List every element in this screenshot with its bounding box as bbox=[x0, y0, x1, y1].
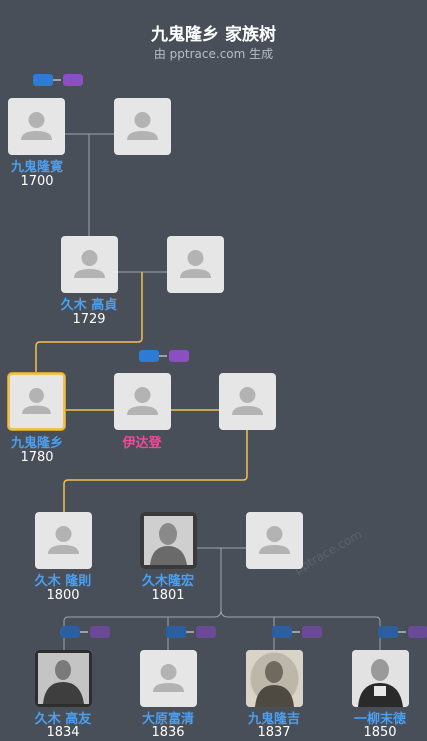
portrait-photo-icon bbox=[352, 650, 409, 707]
relation-badge-blue[interactable] bbox=[166, 626, 186, 638]
person-name[interactable]: 九鬼隆吉 bbox=[247, 712, 300, 727]
page-title: 九鬼隆乡 家族树 bbox=[151, 25, 276, 45]
person-silhouette-icon bbox=[21, 112, 52, 140]
portrait-photo-icon bbox=[246, 650, 303, 707]
person-card-focus[interactable] bbox=[8, 373, 65, 430]
person-name[interactable]: 伊达登 bbox=[122, 436, 162, 451]
person-name[interactable]: 九鬼隆寛 bbox=[10, 160, 63, 175]
person-card-c2-spouse[interactable] bbox=[246, 512, 303, 569]
relation-badge-blue[interactable] bbox=[60, 626, 80, 638]
person-name[interactable]: 九鬼隆乡 bbox=[10, 436, 63, 451]
person-year: 1836 bbox=[151, 725, 185, 740]
person-card-p2-spouse[interactable] bbox=[167, 236, 224, 293]
person-silhouette-icon bbox=[180, 250, 211, 278]
person-silhouette-icon bbox=[127, 387, 158, 415]
relation-badges[interactable] bbox=[272, 626, 324, 638]
person-silhouette-icon bbox=[153, 664, 184, 692]
person-card-p1[interactable] bbox=[8, 98, 65, 155]
person-silhouette-icon bbox=[22, 388, 51, 415]
person-card-g1[interactable] bbox=[35, 650, 92, 707]
person-name[interactable]: 久木 隆則 bbox=[34, 574, 92, 589]
person-card-p2[interactable] bbox=[61, 236, 118, 293]
badge-connector bbox=[159, 355, 167, 357]
badge-connector bbox=[186, 631, 194, 633]
relation-badge-purple[interactable] bbox=[63, 74, 83, 86]
relation-badge-purple[interactable] bbox=[196, 626, 216, 638]
person-card-spouse-2[interactable] bbox=[219, 373, 276, 430]
person-silhouette-icon bbox=[48, 526, 79, 554]
relation-badges[interactable] bbox=[166, 626, 218, 638]
badge-connector bbox=[398, 631, 406, 633]
person-card-g4[interactable] bbox=[352, 650, 409, 707]
person-silhouette-icon bbox=[259, 526, 290, 554]
page-subtitle: 由 pptrace.com 生成 bbox=[153, 47, 274, 61]
relation-badge-blue[interactable] bbox=[139, 350, 159, 362]
relation-badge-purple[interactable] bbox=[302, 626, 322, 638]
badge-connector bbox=[292, 631, 300, 633]
relation-badges[interactable] bbox=[139, 350, 191, 362]
relation-badge-purple[interactable] bbox=[408, 626, 427, 638]
person-year: 1850 bbox=[363, 725, 397, 740]
person-year: 1780 bbox=[20, 450, 54, 465]
person-card-p1-spouse[interactable] bbox=[114, 98, 171, 155]
person-name[interactable]: 一柳末徳 bbox=[353, 712, 406, 727]
person-name[interactable]: 久木隆宏 bbox=[141, 574, 194, 589]
person-year: 1800 bbox=[46, 588, 80, 603]
relation-badges[interactable] bbox=[378, 626, 427, 638]
person-year: 1834 bbox=[46, 725, 80, 740]
person-name[interactable]: 久木 高友 bbox=[34, 712, 92, 727]
relation-badge-blue[interactable] bbox=[272, 626, 292, 638]
portrait-photo-icon bbox=[140, 512, 197, 569]
person-silhouette-icon bbox=[127, 112, 158, 140]
person-year: 1837 bbox=[257, 725, 291, 740]
person-silhouette-icon bbox=[74, 250, 105, 278]
relation-badge-purple[interactable] bbox=[90, 626, 110, 638]
person-name[interactable]: 大原富清 bbox=[141, 712, 194, 727]
person-card-spouse-1[interactable] bbox=[114, 373, 171, 430]
person-card-c1[interactable] bbox=[35, 512, 92, 569]
portrait-photo-icon bbox=[35, 650, 92, 707]
relation-badge-blue[interactable] bbox=[378, 626, 398, 638]
person-year: 1801 bbox=[151, 588, 185, 603]
badge-connector bbox=[80, 631, 88, 633]
person-year: 1700 bbox=[20, 174, 54, 189]
person-year: 1729 bbox=[72, 312, 106, 327]
relation-badges[interactable] bbox=[60, 626, 112, 638]
relation-badge-purple[interactable] bbox=[169, 350, 189, 362]
relation-badge-blue[interactable] bbox=[33, 74, 53, 86]
person-card-g2[interactable] bbox=[140, 650, 197, 707]
badge-connector bbox=[53, 79, 61, 81]
person-card-g3[interactable] bbox=[246, 650, 303, 707]
relation-badges[interactable] bbox=[33, 74, 85, 86]
person-silhouette-icon bbox=[232, 387, 263, 415]
person-name[interactable]: 久木 高貞 bbox=[60, 298, 118, 313]
person-card-c2[interactable] bbox=[140, 512, 197, 569]
